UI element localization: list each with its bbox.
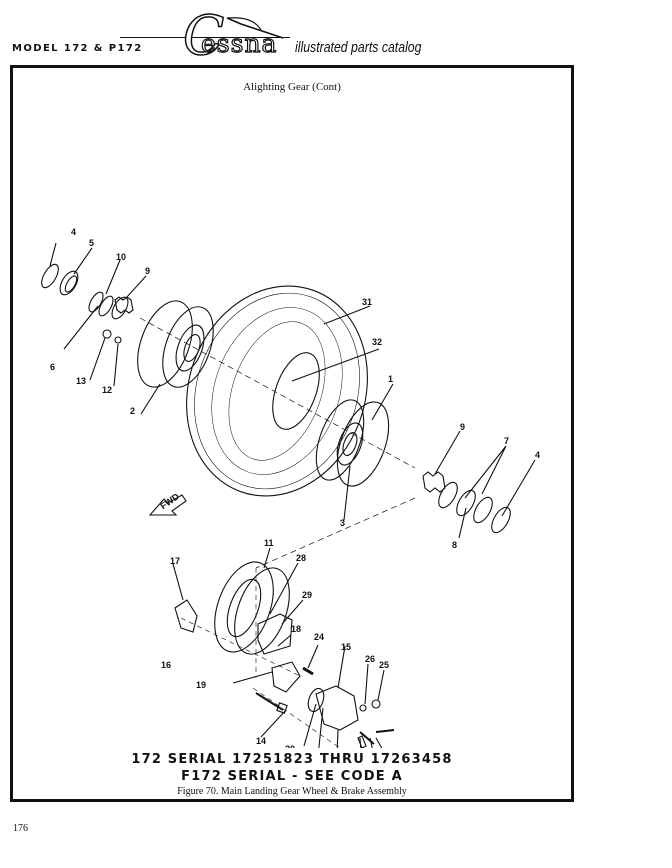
- svg-text:12: 12: [102, 385, 112, 395]
- svg-text:4: 4: [71, 227, 76, 237]
- svg-text:15: 15: [341, 642, 351, 652]
- figure-caption: Figure 70. Main Landing Gear Wheel & Bra…: [177, 786, 407, 797]
- serial-line-2: F172 SERIAL - SEE CODE A: [181, 769, 403, 784]
- page-number: 176: [13, 823, 28, 834]
- svg-text:20: 20: [285, 744, 295, 748]
- wheel-half-outer: [137, 300, 193, 388]
- callout-numbers: 4 5 10 9 31 32 6 13 12 2 1 9 7 4 3 8 11 …: [50, 227, 540, 748]
- header-rule: [120, 37, 290, 38]
- svg-text:9: 9: [460, 422, 465, 432]
- svg-text:31: 31: [362, 297, 372, 307]
- svg-text:24: 24: [314, 632, 324, 642]
- svg-text:16: 16: [161, 660, 171, 670]
- cessna-logo: C essna: [182, 3, 293, 68]
- catalog-title: illustrated parts catalog: [295, 39, 422, 56]
- fwd-label: FWD: [158, 491, 181, 511]
- fwd-arrow-icon: [148, 494, 187, 516]
- svg-text:7: 7: [504, 436, 509, 446]
- svg-text:6: 6: [50, 362, 55, 372]
- serial-line-1: 172 SERIAL 17251823 THRU 17263458: [131, 752, 453, 767]
- svg-text:32: 32: [372, 337, 382, 347]
- svg-text:9: 9: [145, 266, 150, 276]
- svg-text:3: 3: [340, 518, 345, 528]
- svg-text:11: 11: [264, 538, 274, 548]
- exploded-wheel-brake-diagram: FWD 4 5 10 9 31 32 6 13 12 2 1 9 7 4 3 8…: [41, 227, 540, 748]
- wheel-half-inner: [315, 399, 365, 481]
- svg-text:17: 17: [170, 556, 180, 566]
- svg-text:1: 1: [388, 374, 393, 384]
- model-label: MODEL 172 & P172: [12, 43, 143, 54]
- brake-disc: [214, 561, 274, 653]
- svg-text:25: 25: [379, 660, 389, 670]
- svg-text:2: 2: [130, 406, 135, 416]
- tire: [186, 285, 368, 497]
- svg-text:10: 10: [116, 252, 126, 262]
- svg-text:26: 26: [365, 654, 375, 664]
- svg-text:29: 29: [302, 590, 312, 600]
- svg-text:19: 19: [196, 680, 206, 690]
- svg-text:13: 13: [76, 376, 86, 386]
- svg-text:5: 5: [89, 238, 94, 248]
- part-4-ring: [41, 263, 59, 289]
- svg-text:14: 14: [256, 736, 266, 746]
- svg-text:8: 8: [452, 540, 457, 550]
- svg-text:4: 4: [535, 450, 540, 460]
- figure-frame: Alighting Gear (Cont): [10, 65, 574, 802]
- figure-heading: Alighting Gear (Cont): [243, 81, 341, 93]
- svg-text:28: 28: [296, 553, 306, 563]
- svg-text:18: 18: [291, 624, 301, 634]
